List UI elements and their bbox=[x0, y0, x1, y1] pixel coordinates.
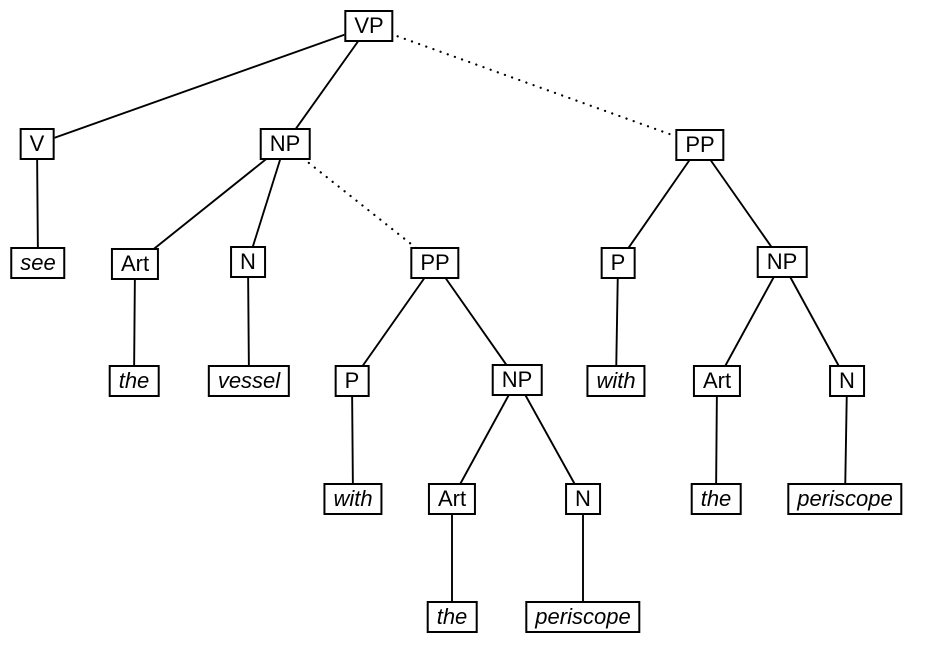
leaf-the-high-attach: the bbox=[690, 483, 742, 515]
leaf-the-object: the bbox=[108, 365, 160, 397]
node-pp-low-attach: PP bbox=[410, 247, 460, 279]
leaf-periscope-high-attach: periscope bbox=[787, 483, 903, 515]
node-art-high-attach: Art bbox=[692, 365, 742, 397]
node-n-high-attach: N bbox=[829, 365, 865, 397]
node-art-object: Art bbox=[110, 248, 160, 280]
node-np-low-attach: NP bbox=[491, 364, 543, 396]
node-p-low-attach: P bbox=[334, 365, 370, 397]
node-n-low-attach: N bbox=[565, 483, 601, 515]
leaf-periscope-low-attach: periscope bbox=[525, 601, 641, 633]
node-vp: VP bbox=[344, 10, 394, 42]
leaf-with-low-attach: with bbox=[323, 483, 383, 515]
leaf-vessel: vessel bbox=[207, 365, 291, 397]
node-p-high-attach: P bbox=[600, 247, 636, 279]
node-pp-high-attach: PP bbox=[675, 129, 725, 161]
node-np-object: NP bbox=[259, 128, 311, 160]
leaf-with-high-attach: with bbox=[586, 365, 646, 397]
leaf-see: see bbox=[10, 247, 66, 279]
node-art-low-attach: Art bbox=[427, 483, 477, 515]
node-np-high-attach: NP bbox=[756, 246, 808, 278]
node-n-object: N bbox=[230, 246, 266, 278]
node-v: V bbox=[19, 128, 55, 160]
leaf-the-low-attach: the bbox=[426, 601, 478, 633]
